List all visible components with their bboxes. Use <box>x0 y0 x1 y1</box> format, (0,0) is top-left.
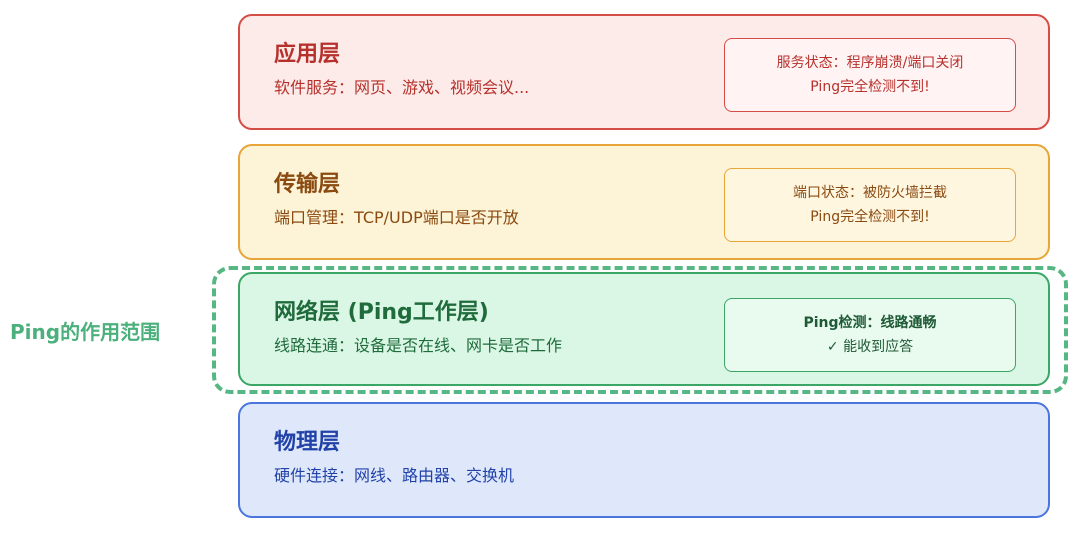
application-status-line-1: 服务状态：程序崩溃/端口关闭 <box>776 55 964 71</box>
transport-layer-description: 端口管理：TCP/UDP端口是否开放 <box>274 208 519 227</box>
network-status-line-2: ✓ 能收到应答 <box>826 339 914 355</box>
physical-layer-box: 物理层 硬件连接：网线、路由器、交换机 <box>238 402 1050 518</box>
ping-scope-label: Ping的作用范围 <box>10 320 161 344</box>
transport-status-line-1: 端口状态：被防火墙拦截 <box>793 185 947 201</box>
network-layer-description: 线路连通：设备是否在线、网卡是否工作 <box>274 336 563 355</box>
transport-layer-title: 传输层 <box>274 172 341 197</box>
transport-status-box: 端口状态：被防火墙拦截 Ping完全检测不到! <box>724 168 1016 242</box>
network-layer-title: 网络层 (Ping工作层) <box>274 300 489 325</box>
application-status-line-2: Ping完全检测不到! <box>810 79 930 95</box>
transport-layer-box: 传输层 端口管理：TCP/UDP端口是否开放 端口状态：被防火墙拦截 Ping完… <box>238 144 1050 260</box>
physical-layer-description: 硬件连接：网线、路由器、交换机 <box>274 466 515 485</box>
network-status-box: Ping检测：线路通畅 ✓ 能收到应答 <box>724 298 1016 372</box>
network-layer-box: 网络层 (Ping工作层) 线路连通：设备是否在线、网卡是否工作 Ping检测：… <box>238 272 1050 386</box>
application-layer-box: 应用层 软件服务：网页、游戏、视频会议... 服务状态：程序崩溃/端口关闭 Pi… <box>238 14 1050 130</box>
transport-status-line-2: Ping完全检测不到! <box>810 209 930 225</box>
physical-layer-title: 物理层 <box>274 430 341 455</box>
application-layer-description: 软件服务：网页、游戏、视频会议... <box>274 78 530 97</box>
network-status-line-1: Ping检测：线路通畅 <box>803 315 937 331</box>
application-layer-title: 应用层 <box>274 42 341 67</box>
application-status-box: 服务状态：程序崩溃/端口关闭 Ping完全检测不到! <box>724 38 1016 112</box>
